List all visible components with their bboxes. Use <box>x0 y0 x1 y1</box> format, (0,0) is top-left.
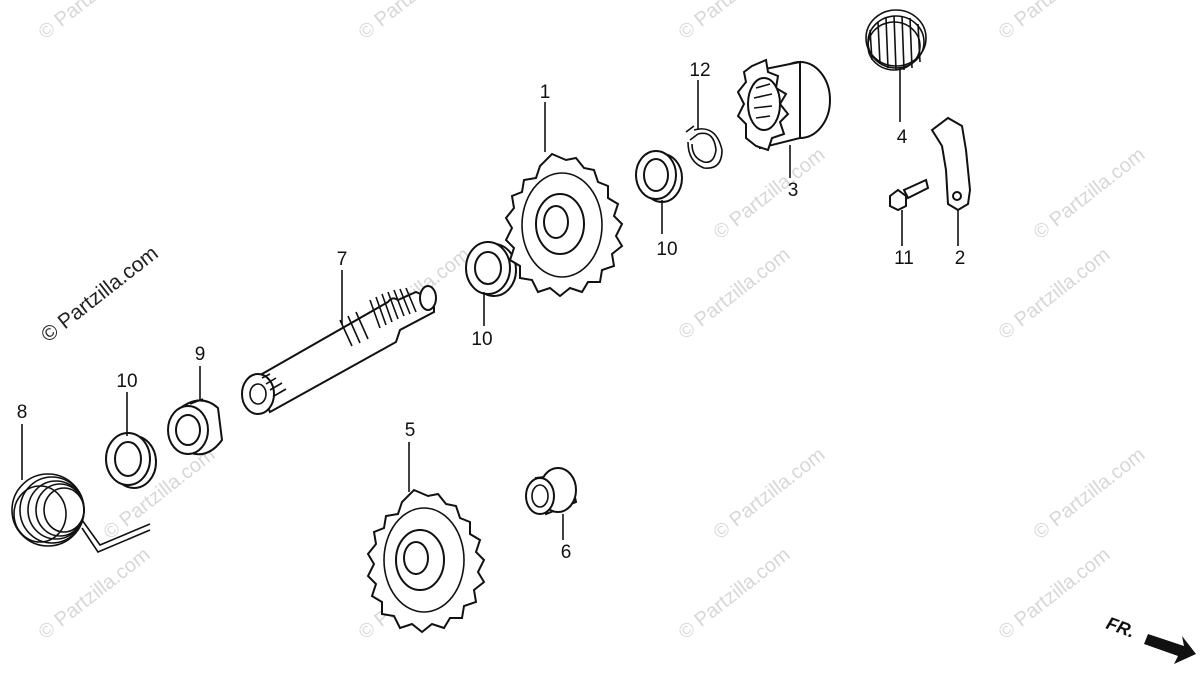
watermark-main: © Partzilla.com <box>37 242 163 347</box>
watermark-tile: © Partzilla.com <box>35 544 155 644</box>
callout-9: 9 <box>195 344 206 365</box>
front-label: FR. <box>1104 613 1138 642</box>
callout-4: 4 <box>897 127 908 148</box>
callout-5: 5 <box>405 420 416 441</box>
watermark-tile: © Partzilla.com <box>995 544 1115 644</box>
watermark-tile: © Partzilla.com <box>675 0 795 44</box>
callout-6: 6 <box>561 542 572 563</box>
part-8-spring <box>11 473 151 553</box>
part-2-plate <box>930 116 972 212</box>
part-12-snap-ring <box>685 125 723 169</box>
watermark-tile: © Partzilla.com <box>35 0 155 44</box>
part-9-collar <box>167 398 224 456</box>
callout-11: 11 <box>894 248 914 269</box>
part-10-washer-left <box>105 432 157 489</box>
callout-8: 8 <box>17 402 28 423</box>
part-6-bushing <box>525 467 578 516</box>
watermark-tile: © Partzilla.com <box>675 544 795 644</box>
watermark-tile: © Partzilla.com <box>710 444 830 544</box>
callout-10-left: 10 <box>116 371 137 392</box>
watermark-tiles: © Partzilla.com © Partzilla.com © Partzi… <box>35 0 1150 644</box>
callout-10-upper: 10 <box>656 239 677 260</box>
part-10-washer-upper <box>635 150 683 203</box>
watermark-tile: © Partzilla.com <box>710 144 830 244</box>
callout-12: 12 <box>689 60 710 81</box>
callout-1: 1 <box>540 82 551 103</box>
callout-2: 2 <box>955 248 966 269</box>
callout-3: 3 <box>788 180 799 201</box>
part-1-gear <box>504 152 624 298</box>
callout-10-middle: 10 <box>471 329 492 350</box>
part-10-washer-middle <box>465 241 517 297</box>
watermark-tile: © Partzilla.com <box>1030 144 1150 244</box>
callout-7: 7 <box>337 249 348 270</box>
part-3-ratchet <box>736 58 831 152</box>
part-4-spring <box>865 9 927 71</box>
watermark-tile: © Partzilla.com <box>995 244 1115 344</box>
part-11-bolt <box>889 178 930 212</box>
watermark-tile: © Partzilla.com <box>995 0 1115 44</box>
part-5-gear <box>366 488 486 634</box>
front-arrow-icon <box>1144 634 1196 664</box>
watermark-tile: © Partzilla.com <box>675 244 795 344</box>
watermark-tile: © Partzilla.com <box>1030 444 1150 544</box>
callout-numbers: 1 12 3 4 2 11 10 10 7 9 10 8 5 6 <box>17 60 966 563</box>
watermark-tile: © Partzilla.com <box>355 0 475 44</box>
part-7-spindle <box>241 285 437 415</box>
front-indicator: FR. <box>1104 613 1196 664</box>
leader-lines <box>21 70 959 540</box>
